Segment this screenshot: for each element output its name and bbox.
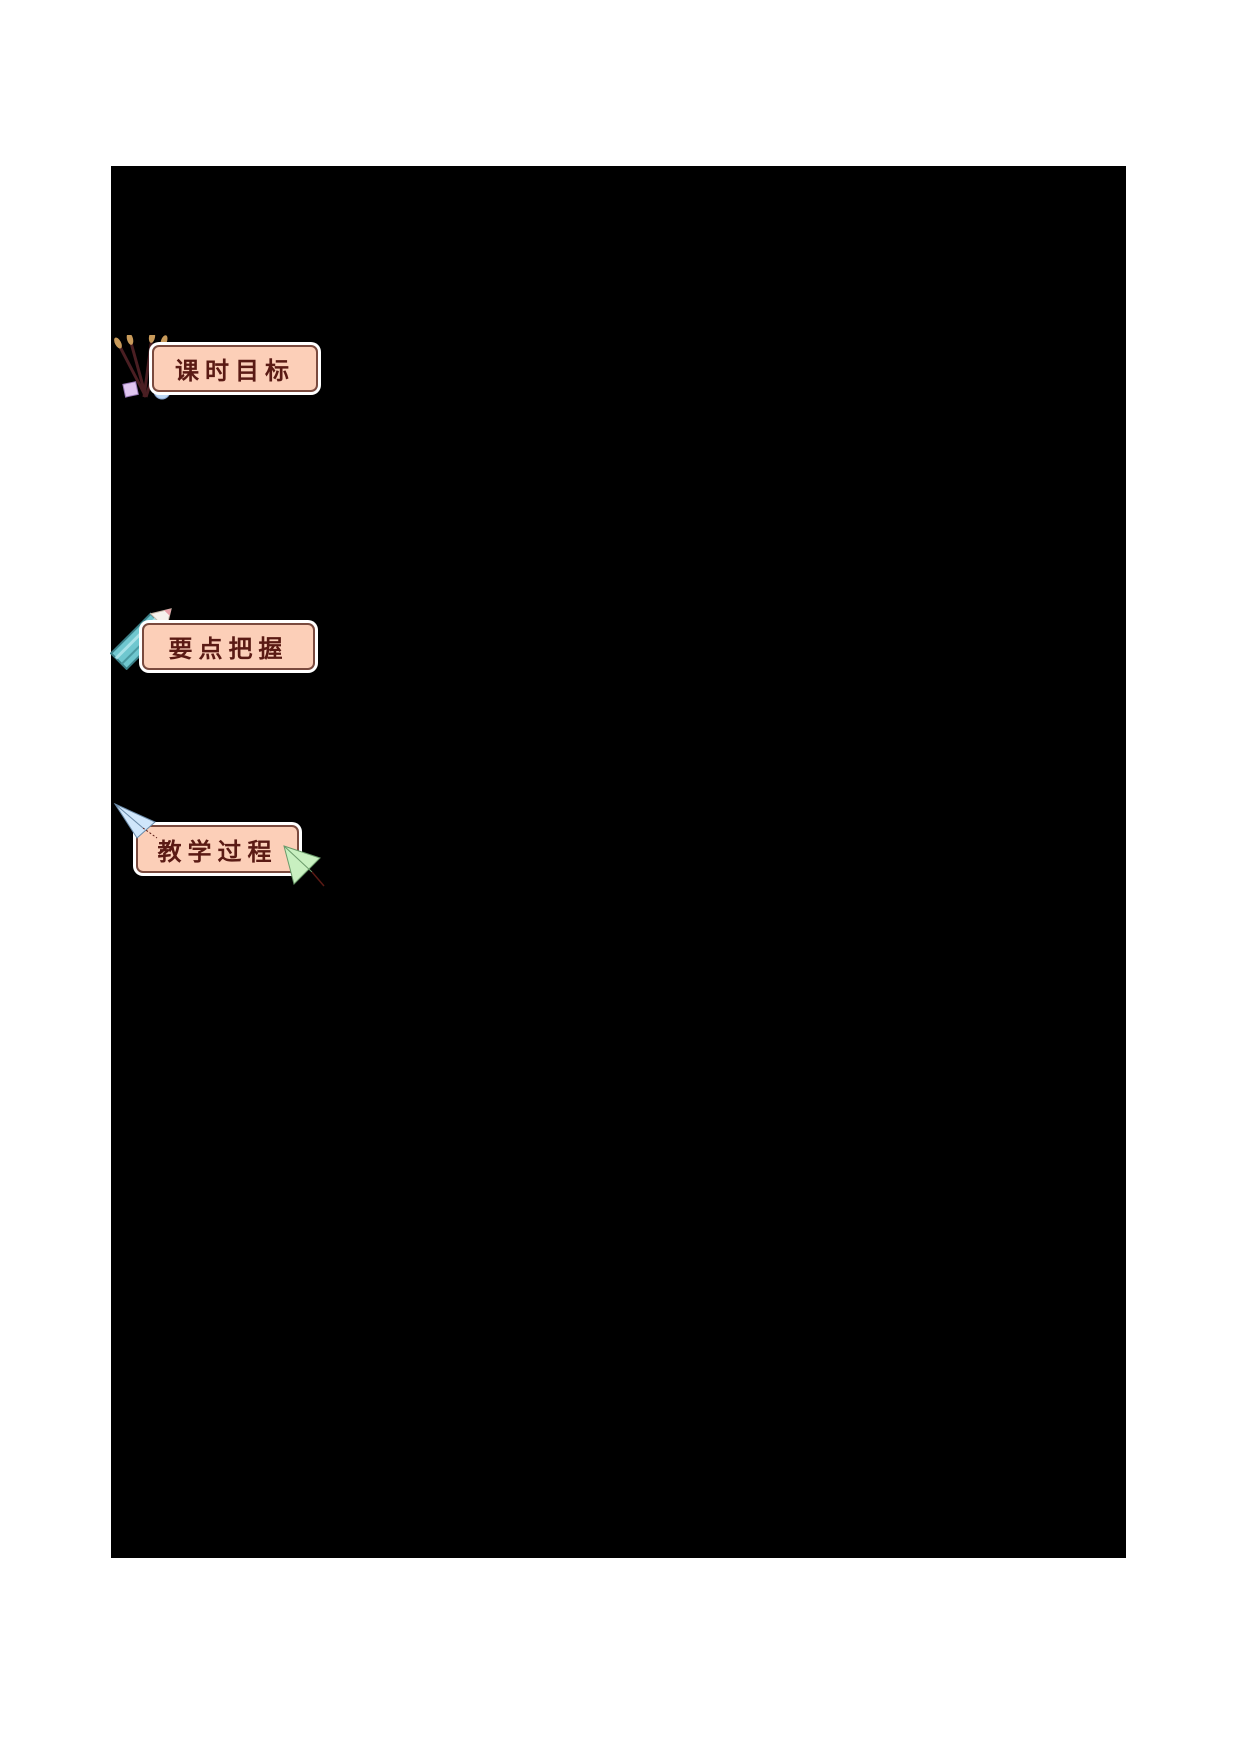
section-header-objectives: 课时目标 — [152, 345, 318, 392]
section-title: 课时目标 — [175, 357, 295, 385]
section-header-key-points: 要点把握 — [142, 623, 315, 670]
paper-plane-icon — [282, 842, 326, 888]
paper-plane-icon — [113, 802, 159, 842]
section-title: 要点把握 — [168, 635, 289, 663]
brushes-icon — [112, 335, 172, 401]
section-title: 教学过程 — [157, 837, 278, 866]
section-header-process: 教学过程 — [136, 825, 299, 873]
